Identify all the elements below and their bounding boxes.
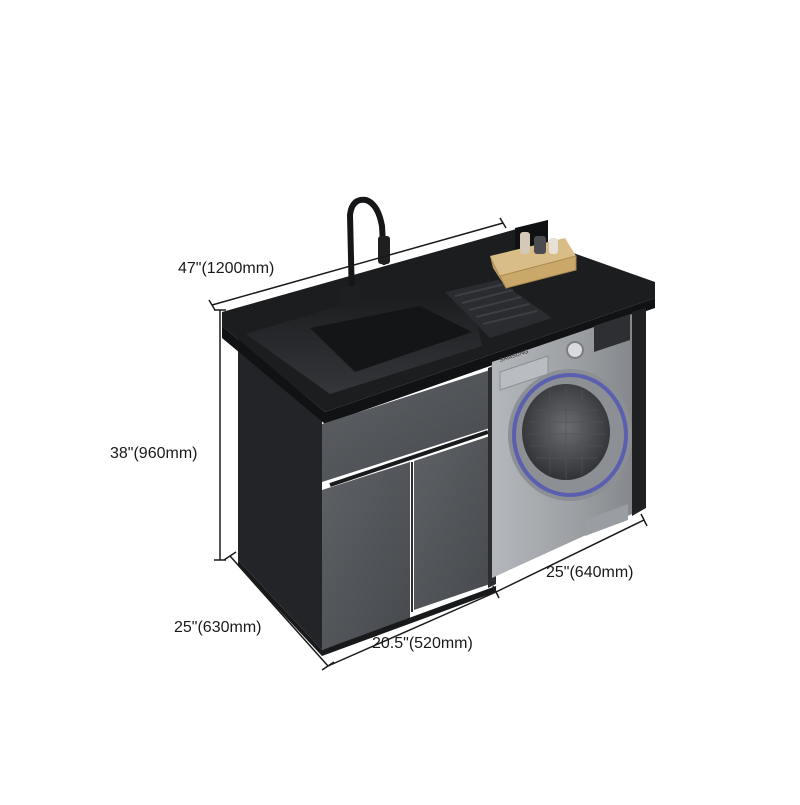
cabinet-base bbox=[238, 560, 496, 656]
dimension-height-label: 38"(960mm) bbox=[110, 445, 198, 462]
sink-inner bbox=[310, 306, 472, 372]
cabinet-drawer bbox=[322, 370, 490, 482]
cabinet-door-left bbox=[322, 462, 410, 650]
dimension-cabinet-width-label: 20.5"(520mm) bbox=[372, 635, 473, 652]
washer-control-panel bbox=[594, 314, 630, 352]
washer-frame-right bbox=[632, 308, 646, 516]
washer-dial bbox=[566, 341, 584, 359]
storage-basket bbox=[490, 232, 577, 289]
cabinet-door-right bbox=[414, 436, 490, 610]
washboard bbox=[445, 280, 552, 338]
washboard-ridges bbox=[454, 283, 538, 325]
dimension-washer-width-label: 25"(640mm) bbox=[546, 564, 634, 581]
cabinet-side-panel bbox=[238, 338, 322, 650]
dimension-depth-label: 25"(630mm) bbox=[174, 619, 262, 636]
dimension-width-top-label: 47"(1200mm) bbox=[178, 260, 275, 277]
washer-door-glow bbox=[512, 373, 628, 497]
dimension-lines bbox=[208, 217, 648, 671]
washer-kickplate bbox=[585, 504, 628, 536]
drum-mesh bbox=[528, 386, 605, 480]
